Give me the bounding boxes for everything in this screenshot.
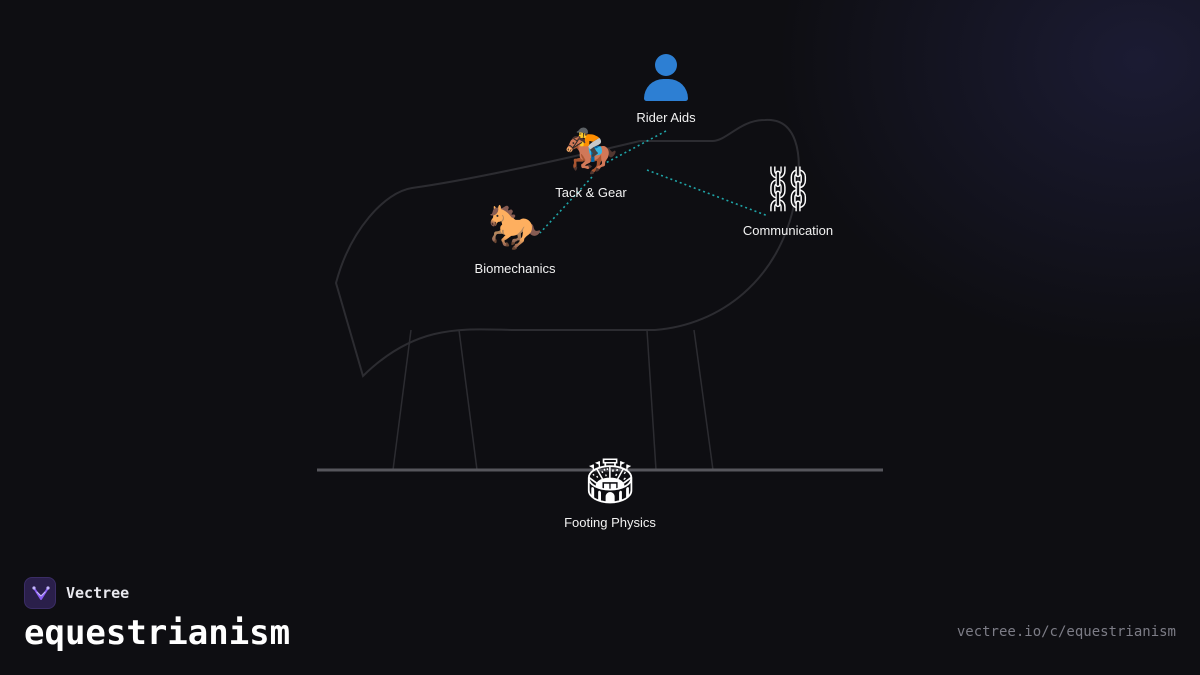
person-icon <box>586 50 746 104</box>
node-footing-physics: 🏟 Footing Physics <box>530 455 690 531</box>
node-biomechanics: 🐎 Biomechanics <box>435 201 595 277</box>
horse-leg <box>693 329 714 471</box>
page-url[interactable]: vectree.io/c/equestrianism <box>956 624 1176 640</box>
chain-links-icon: ⛓ <box>760 164 816 215</box>
node-label: Biomechanics <box>474 261 556 276</box>
page-title: equestrianism <box>24 613 291 653</box>
edge-tack-communication <box>646 169 769 217</box>
horse-leg <box>458 329 478 471</box>
horse-icon: 🐎 <box>487 202 543 253</box>
node-tack-gear: 🏇 Tack & Gear <box>511 125 671 201</box>
vectree-logo-icon <box>24 577 56 609</box>
node-rider-aids: Rider Aids <box>586 50 746 126</box>
node-label: Communication <box>742 223 834 238</box>
brand-name: Vectree <box>66 584 130 602</box>
stadium-icon: 🏟 <box>582 456 638 507</box>
horse-silhouette <box>334 118 800 378</box>
horse-leg <box>392 329 412 471</box>
node-label: Footing Physics <box>564 515 656 530</box>
node-communication: ⛓ Communication <box>708 163 868 239</box>
jockey-horse-racing-icon: 🏇 <box>563 126 619 177</box>
node-label: Tack & Gear <box>555 185 627 200</box>
node-label: Rider Aids <box>636 110 696 125</box>
horse-leg <box>646 329 657 471</box>
